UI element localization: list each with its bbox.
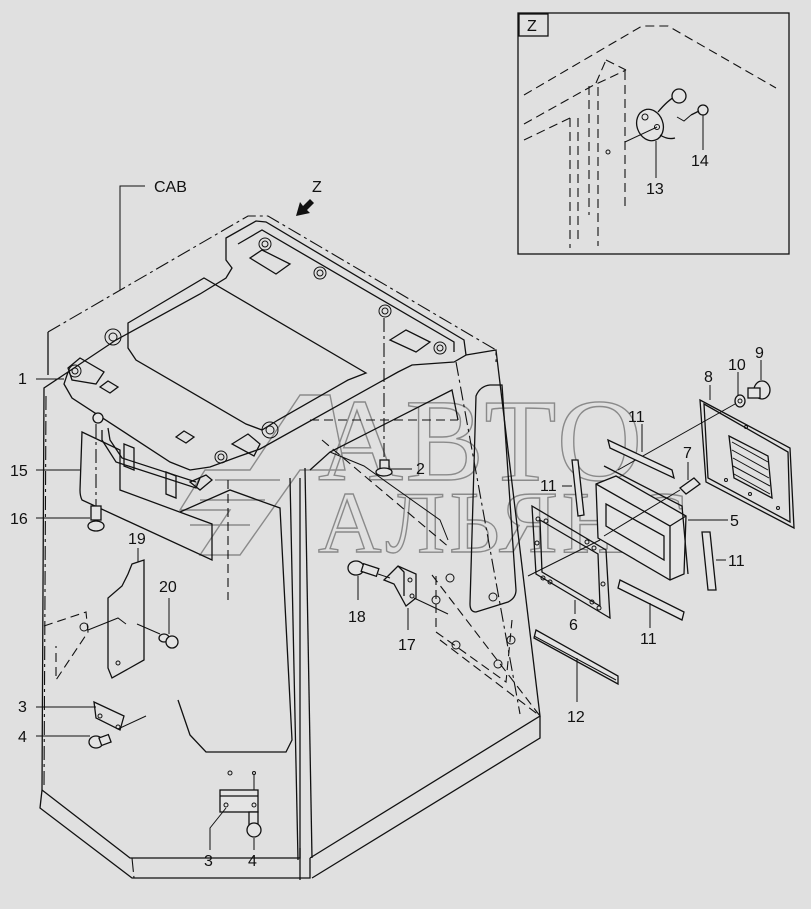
- callout-18: 18: [348, 609, 366, 626]
- callout-4-left: 4: [18, 729, 27, 746]
- assembly-label-group: CAB Z: [119, 179, 322, 290]
- seal-strip-bottom: [617, 579, 685, 621]
- seal-strip-left: [571, 459, 585, 517]
- callout-14: 14: [691, 153, 709, 170]
- callout-19: 19: [128, 531, 146, 548]
- callouts: 1 2 3 4 3 4 5 6 7 8 9 10 11 11 11 11 12: [10, 345, 764, 870]
- part-20-bolt: [158, 633, 179, 649]
- part-17-bracket: [382, 565, 449, 615]
- part-13-handle: [624, 88, 687, 143]
- detail-view-z: Z 13 14: [517, 12, 790, 255]
- part-2-bolt: [375, 318, 393, 477]
- part-18-bolt: [347, 560, 391, 579]
- callout-2: 2: [416, 461, 425, 478]
- view-arrow-icon: [296, 199, 314, 216]
- callout-12: 12: [567, 709, 585, 726]
- callout-11-bottom: 11: [640, 631, 657, 648]
- part-10-washer: [734, 394, 746, 408]
- callout-4-bottom: 4: [248, 853, 257, 870]
- part-11-seal-strips: [571, 438, 717, 621]
- callout-11-top: 11: [628, 409, 645, 426]
- callout-5: 5: [730, 513, 739, 530]
- callout-7: 7: [683, 445, 692, 462]
- watermark-line1: АВТО: [318, 375, 644, 506]
- callout-20: 20: [159, 579, 177, 596]
- callout-3-bottom: 3: [204, 853, 213, 870]
- callout-17: 17: [398, 637, 416, 654]
- seal-strip-top: [607, 438, 675, 480]
- part-9-knob: [747, 380, 771, 400]
- callout-16: 16: [10, 511, 28, 528]
- part-3-plate-left: [93, 700, 147, 731]
- callout-13: 13: [646, 181, 664, 198]
- detail-view-frame: [517, 12, 790, 255]
- part-6-gasket: [531, 504, 611, 620]
- part-5-heater-box: [595, 465, 689, 581]
- part-16-bolt: [87, 505, 105, 532]
- part-19-cover: [43, 559, 161, 682]
- part-3-plate-bottom: [219, 770, 259, 813]
- callout-1: 1: [18, 371, 27, 388]
- view-marker-z: Z: [312, 179, 322, 196]
- callout-11-right: 11: [728, 553, 745, 570]
- assembly-label-cab: CAB: [154, 179, 187, 196]
- callout-6: 6: [569, 617, 578, 634]
- callout-10: 10: [728, 357, 746, 374]
- part-8-grille-panel: [699, 398, 795, 530]
- callout-3-left: 3: [18, 699, 27, 716]
- detail-view-label: Z: [527, 18, 537, 35]
- part-7-fitting: [603, 477, 702, 537]
- part-12-seal-long: [533, 629, 619, 686]
- callout-11-left: 11: [540, 478, 557, 495]
- detail-view-label-box: [518, 13, 549, 37]
- callout-9: 9: [755, 345, 764, 362]
- cab-body: [39, 349, 541, 880]
- part-4-screw-bottom: [246, 811, 262, 838]
- part-15-panel: [79, 412, 214, 562]
- seal-strip-right: [701, 531, 717, 591]
- callout-15: 15: [10, 463, 28, 480]
- part-4-screw-left: [88, 733, 112, 749]
- callout-8: 8: [704, 369, 713, 386]
